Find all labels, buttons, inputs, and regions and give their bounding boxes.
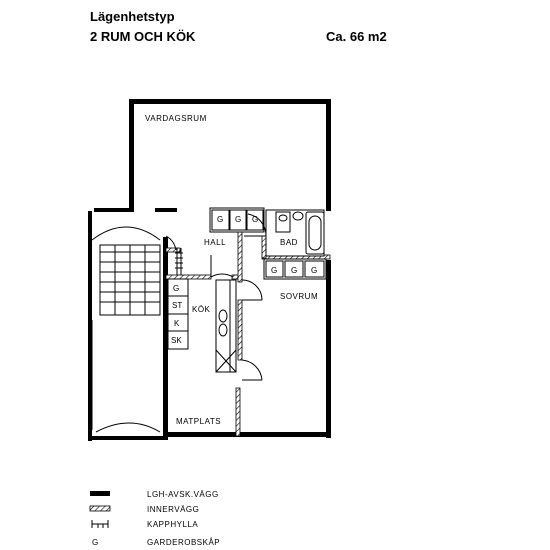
hall-wardrobe-1: G <box>217 215 223 224</box>
stairwell <box>91 226 161 433</box>
room-label-kitchen: KÖK <box>192 305 211 314</box>
legend-label-coat-rack: KAPPHYLLA <box>147 520 198 529</box>
legend-label-apartment-wall: LGH-AVSK.VÄGG <box>147 490 219 499</box>
legend-label-inner-wall: INNERVÄGG <box>147 505 199 514</box>
legend-symbol-apartment-wall <box>90 491 110 496</box>
legend-symbol-inner-wall <box>89 505 111 512</box>
room-label-hall: HALL <box>204 238 226 247</box>
kitchen-units <box>167 278 189 350</box>
kitchen-unit-fridge: K <box>174 319 180 328</box>
bedroom-wardrobe-1: G <box>271 266 277 275</box>
kitchen-unit-freezer: SK <box>171 336 182 345</box>
hall-wardrobe-3: G <box>252 215 258 224</box>
legend: G LGH-AVSK.VÄGG INNERVÄGG KAPPHYLLA GARD… <box>89 490 220 547</box>
room-label-bath: BAD <box>280 238 298 247</box>
room-label-living: VARDAGSRUM <box>145 114 207 123</box>
legend-symbol-coat-rack <box>91 520 109 528</box>
bedroom-wardrobe-3: G <box>311 266 317 275</box>
apartment-type: 2 RUM OCH KÖK <box>90 29 196 44</box>
kitchen-counter <box>215 279 237 373</box>
doors <box>165 213 267 381</box>
kitchen-unit-wardrobe: G <box>173 284 179 293</box>
coat-rack <box>175 248 183 275</box>
hall-wardrobe-2: G <box>235 215 241 224</box>
bedroom-wardrobe-2: G <box>291 266 297 275</box>
room-label-bedroom: SOVRUM <box>280 292 318 301</box>
legend-label-wardrobe: GARDEROBSKÅP <box>147 538 220 547</box>
room-label-dining: MATPLATS <box>176 417 221 426</box>
bedroom-wardrobe <box>263 258 327 280</box>
kitchen-unit-stove: ST <box>172 301 182 310</box>
hall-wardrobe <box>209 207 265 233</box>
plan-type-title: Lägenhetstyp <box>90 9 175 24</box>
apartment-walls <box>88 99 331 441</box>
bathroom-fixtures <box>265 209 325 257</box>
apartment-area: Ca. 66 m2 <box>326 29 387 44</box>
legend-symbol-wardrobe: G <box>92 538 99 547</box>
